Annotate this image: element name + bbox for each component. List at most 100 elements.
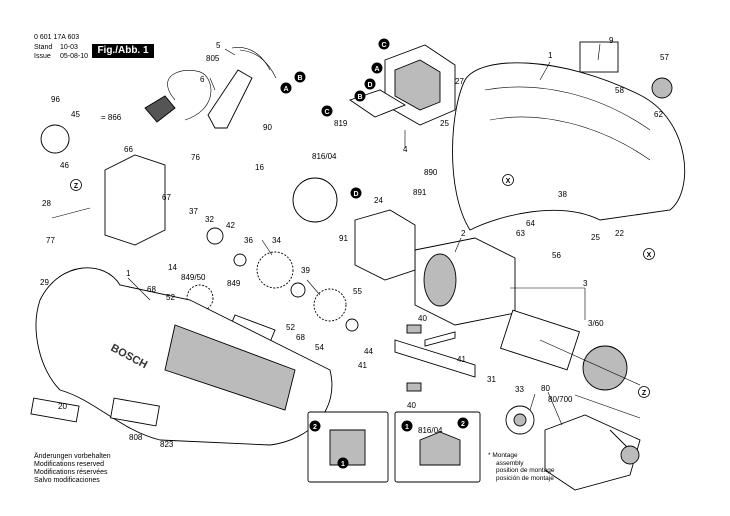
assembly-note-en: assembly <box>496 459 524 467</box>
note-en: Modifications reserved <box>34 461 105 468</box>
callout-52a: 52 <box>166 293 175 302</box>
washer-36 <box>233 253 247 267</box>
callout-819: 819 <box>334 119 348 128</box>
callout-67: 67 <box>162 193 171 202</box>
callout-41b: 41 <box>358 361 367 370</box>
marker-a2-circle <box>371 62 383 74</box>
chuck-key-shaft <box>574 394 641 419</box>
callout-40a: 40 <box>418 314 427 323</box>
callout-9: 9 <box>609 36 614 45</box>
callout-56: 56 <box>552 251 561 260</box>
callout-44: 44 <box>364 347 373 356</box>
callout-37: 37 <box>189 207 198 216</box>
callout-808: 808 <box>129 433 143 442</box>
marker-a-circle <box>280 82 292 94</box>
callout-39: 39 <box>301 266 310 275</box>
adjusting-knob-57 <box>651 77 673 99</box>
issue-value: 05-08-10 <box>60 53 89 60</box>
field-winding <box>423 253 457 307</box>
marker-2-left <box>309 420 321 432</box>
cable-wire-1 <box>231 47 271 71</box>
callout-76: 76 <box>191 153 200 162</box>
housing-grille <box>164 324 296 411</box>
assembly-note-de-text: Montage <box>492 452 518 459</box>
callout-45: 45 <box>71 110 80 119</box>
callout-20: 20 <box>58 402 67 411</box>
armature-fan <box>582 345 628 391</box>
callout-890: 890 <box>424 168 438 177</box>
power-cable <box>167 70 212 121</box>
callout-64: 64 <box>526 219 535 228</box>
part-number: 0 601 17A 603 <box>34 34 80 41</box>
callout-32: 32 <box>205 215 214 224</box>
assembly-note-es: posición de montaje <box>496 474 554 482</box>
callout-80: 80 <box>541 384 550 393</box>
callout-24: 24 <box>374 196 383 205</box>
cable-wire-2 <box>239 49 277 79</box>
marker-b-text: B <box>297 75 302 82</box>
pin-40-top <box>406 324 422 334</box>
note-fr: Modifications réservées <box>34 469 108 476</box>
marker-d2-text: D <box>353 191 358 198</box>
marker-2-right-text: 2 <box>461 421 465 428</box>
callout-80-700: 80/700 <box>548 395 573 404</box>
stand-label: Stand <box>34 44 53 51</box>
marker-c-circle <box>321 105 333 117</box>
marker-x-center <box>502 174 514 186</box>
inset-part-left <box>329 429 366 466</box>
marker-x-right-text: X <box>647 252 652 259</box>
marker-c2-text: C <box>381 42 386 49</box>
marker-z-left-text: Z <box>74 183 79 190</box>
callout-62: 62 <box>654 110 663 119</box>
bearing-plate-16 <box>292 177 338 223</box>
gear-housing-66 <box>104 154 166 246</box>
callout-55: 55 <box>353 287 362 296</box>
callout-5: 5 <box>216 41 221 50</box>
callout-27: 27 <box>455 77 464 86</box>
drill-chuck-80-700 <box>544 414 641 491</box>
washer-36b <box>345 318 359 332</box>
callout-52b: 52 <box>286 323 295 332</box>
callout-14: 14 <box>168 263 177 272</box>
callout-816-04a: 816/04 <box>312 152 337 161</box>
brush-holder <box>354 209 416 281</box>
label-plate-9 <box>579 41 619 73</box>
callout-90: 90 <box>263 123 272 132</box>
callout-33: 33 <box>515 385 524 394</box>
marker-2-right <box>457 417 469 429</box>
marker-2-left-text: 2 <box>313 424 317 431</box>
callout-6: 6 <box>200 75 205 84</box>
callout-34: 34 <box>272 236 281 245</box>
letter-markers: A B C C A D B D 2 1 1 2 <box>280 38 469 469</box>
callout-849-50: 849/50 <box>181 273 206 282</box>
figure-label: Fig./Abb. 1 <box>92 44 154 58</box>
marker-z-right-text: Z <box>642 390 647 397</box>
marker-c-text: C <box>324 109 329 116</box>
marker-1-left-text: 1 <box>341 461 345 468</box>
armature-shaft <box>539 339 641 386</box>
reference-markers: Z Z X X <box>70 174 655 398</box>
label-plate-808 <box>110 397 160 427</box>
callout-823: 823 <box>160 440 174 449</box>
housing-half-right <box>452 62 686 231</box>
marker-c2-circle <box>378 38 390 50</box>
callout-54: 54 <box>315 343 324 352</box>
marker-z-left <box>70 179 82 191</box>
spindle-shaft <box>394 339 476 378</box>
callout-16: 16 <box>255 163 264 172</box>
marker-z-right <box>638 386 650 398</box>
callout-96: 96 <box>51 95 60 104</box>
callout-58: 58 <box>615 86 624 95</box>
marker-d-text: D <box>367 82 372 89</box>
callout-3: 3 <box>583 279 588 288</box>
callout-849: 849 <box>227 279 241 288</box>
chuck-key-head <box>620 445 640 465</box>
callout-41a: 41 <box>457 355 466 364</box>
callout-1b: 1 <box>126 269 131 278</box>
depth-stop-96 <box>40 124 70 154</box>
gear-55 <box>313 288 347 322</box>
callout-66: 66 <box>124 145 133 154</box>
marker-a2-text: A <box>374 66 379 73</box>
callout-4: 4 <box>403 145 408 154</box>
